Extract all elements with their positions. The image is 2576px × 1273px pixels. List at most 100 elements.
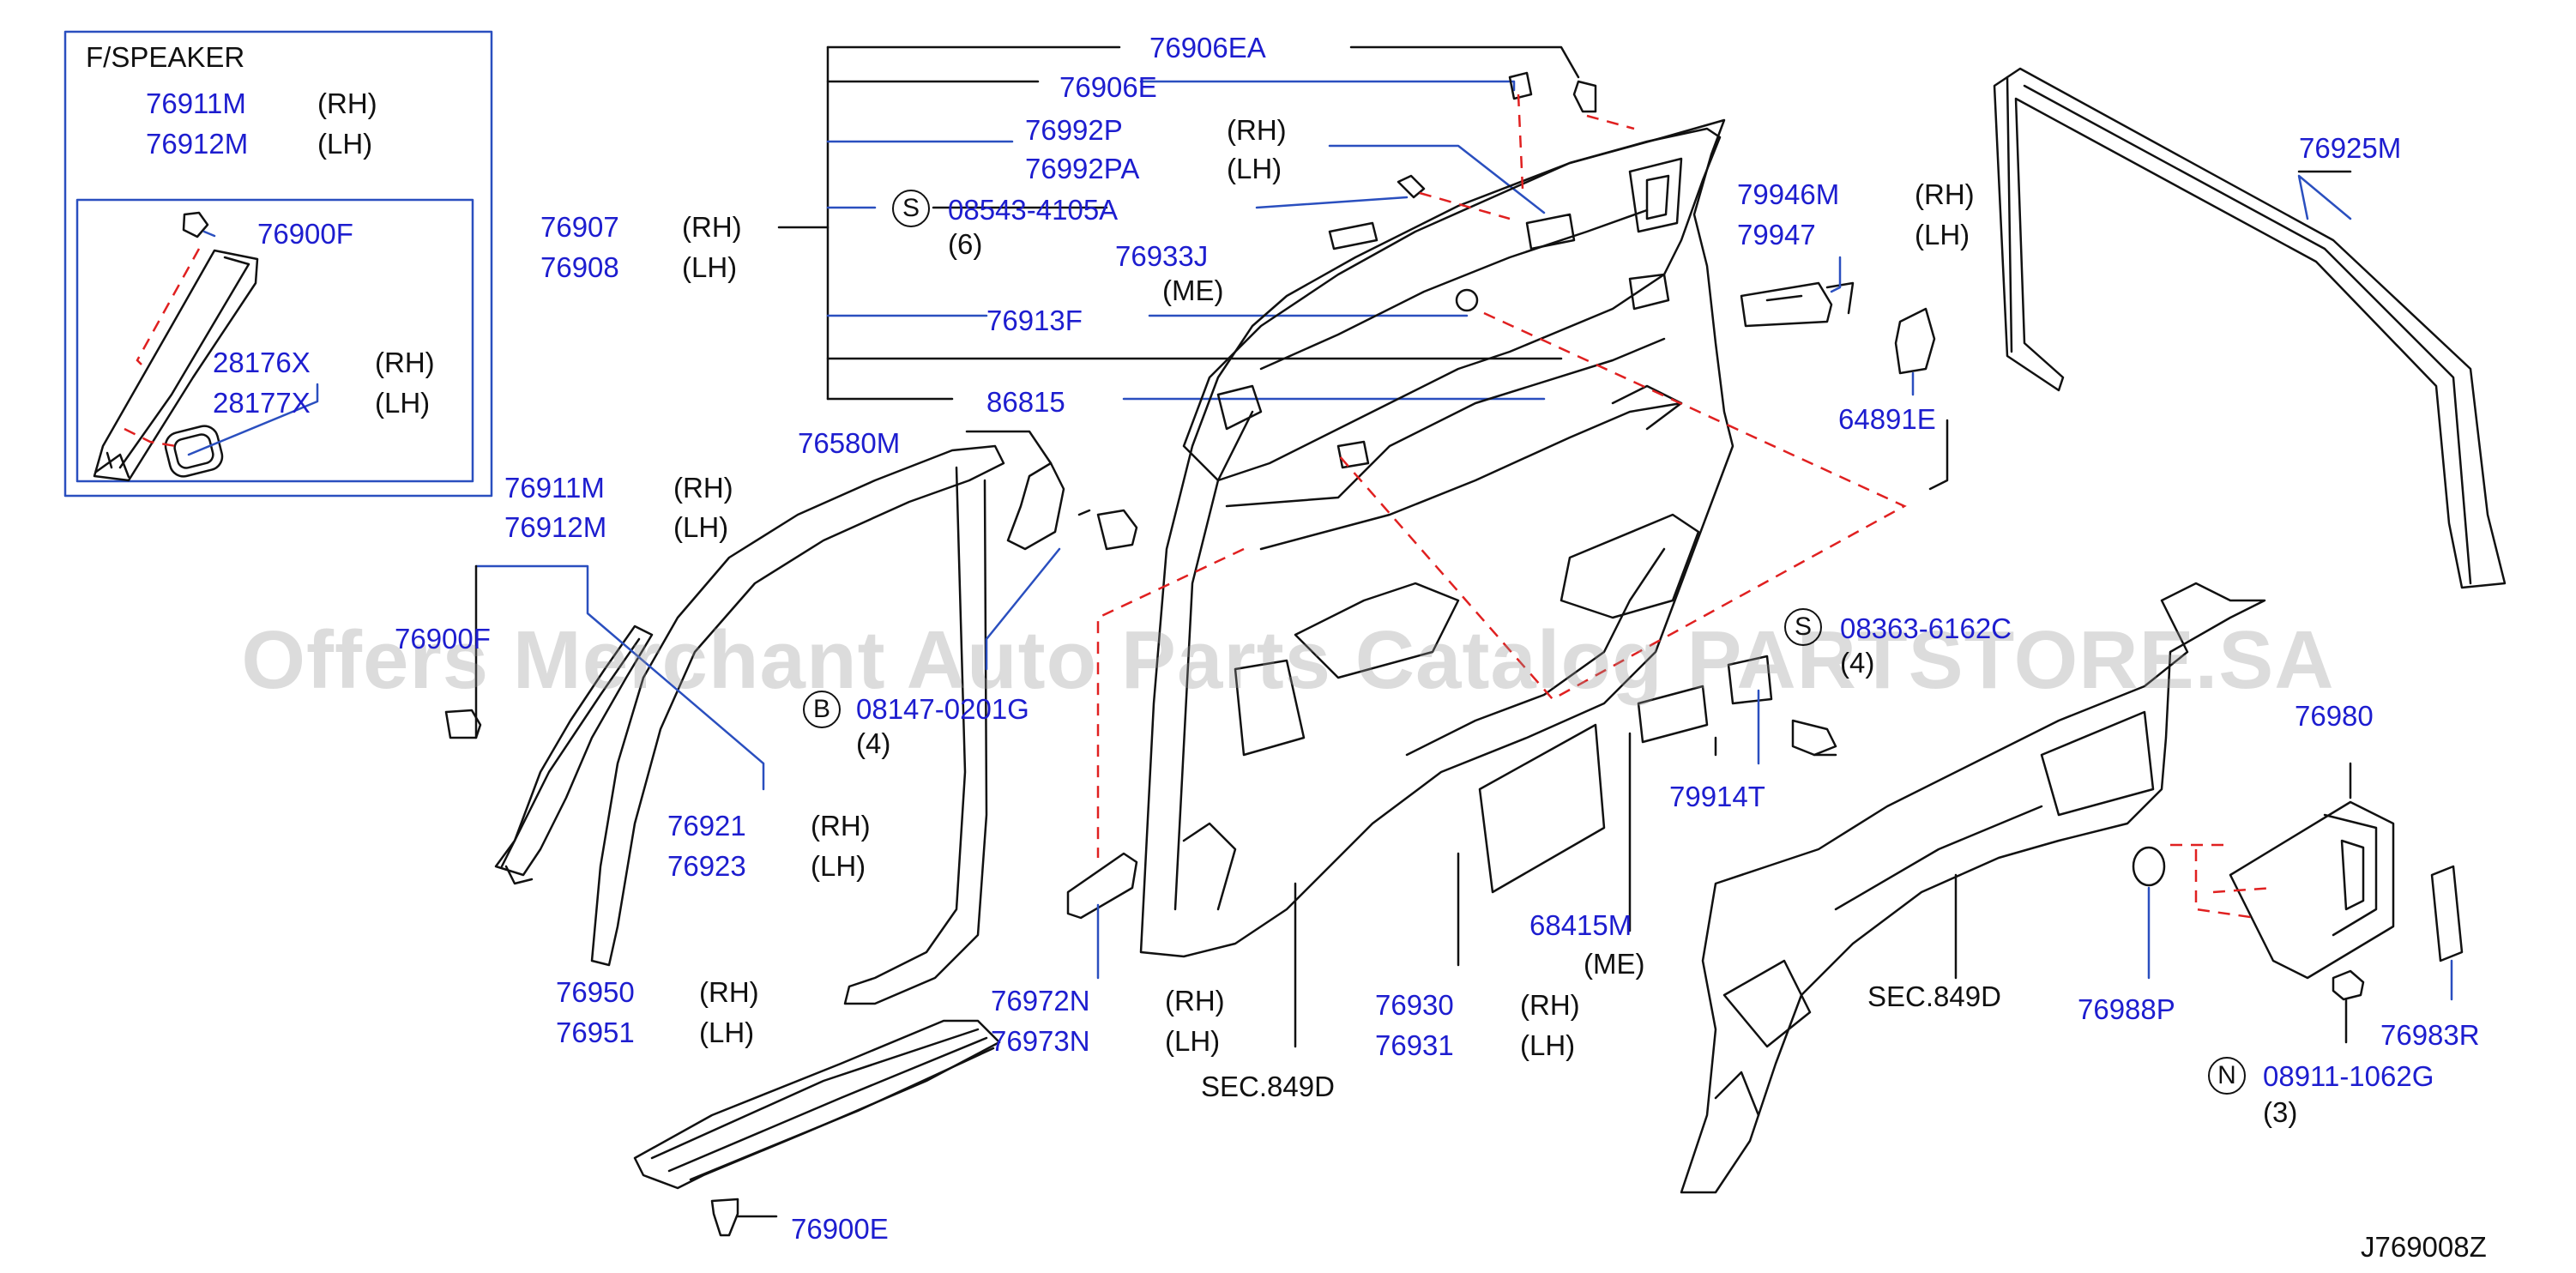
- pad-76983R: [2430, 865, 2464, 962]
- rh-76907: (RH): [682, 211, 742, 243]
- part-08543-4105A[interactable]: 08543-4105A: [948, 194, 1119, 226]
- part-08363-6162C[interactable]: 08363-6162C: [1840, 612, 2012, 644]
- inset-pillar-trim: [93, 211, 259, 482]
- part-76992P[interactable]: 76992P: [1025, 114, 1123, 146]
- qty-08911: (3): [2263, 1096, 2298, 1128]
- screw-08543: [1397, 174, 1426, 199]
- door-frame-76580M: [590, 444, 1005, 1005]
- section-ref-left[interactable]: SEC.849D: [1201, 1071, 1335, 1102]
- part-76973N[interactable]: 76973N: [991, 1025, 1090, 1057]
- rh-76921: (RH): [811, 810, 871, 842]
- clip-76900F-b: [444, 709, 482, 739]
- clip-76906E: [1508, 71, 1533, 100]
- assembly-dashed-lines: [124, 94, 2274, 920]
- part-76923[interactable]: 76923: [667, 850, 746, 882]
- rh-76972N: (RH): [1165, 985, 1225, 1017]
- part-76907[interactable]: 76907: [540, 211, 619, 243]
- part-76951[interactable]: 76951: [556, 1017, 635, 1048]
- part-76992PA[interactable]: 76992PA: [1025, 153, 1140, 184]
- symbol-n-08911: N: [2208, 1057, 2246, 1095]
- section-ref-right[interactable]: SEC.849D: [1867, 980, 2001, 1012]
- lh-76931: (LH): [1520, 1029, 1576, 1061]
- part-08147-0201G[interactable]: 08147-0201G: [856, 693, 1029, 725]
- grommet-76913F: [1455, 288, 1479, 312]
- symbol-s-08363: S: [1784, 608, 1822, 646]
- pillar-bracket-clip: [1006, 462, 1138, 551]
- lh-79947: (LH): [1915, 219, 1970, 250]
- inset-rh-28176X: (RH): [375, 347, 435, 378]
- part-68415M[interactable]: 68415M: [1529, 909, 1632, 941]
- lid-68415M: [1478, 723, 1606, 894]
- part-76906EA[interactable]: 76906EA: [1149, 32, 1266, 63]
- part-76988P[interactable]: 76988P: [2078, 993, 2175, 1025]
- rear-side-trim-lh: [1139, 118, 1734, 958]
- part-76908[interactable]: 76908: [540, 251, 619, 283]
- inset-outer-frame: [63, 30, 493, 498]
- pad-64891E: [1894, 307, 1936, 375]
- inset-part-76912M[interactable]: 76912M: [146, 128, 249, 160]
- part-76580M[interactable]: 76580M: [798, 427, 901, 459]
- inset-part-76911M[interactable]: 76911M: [146, 87, 246, 119]
- part-76931[interactable]: 76931: [1375, 1029, 1454, 1061]
- part-76912M-b[interactable]: 76912M: [504, 511, 607, 543]
- nut-08911: [2332, 969, 2365, 1001]
- inset-rh-76911M: (RH): [317, 87, 377, 119]
- part-79946M[interactable]: 79946M: [1737, 178, 1840, 210]
- me-76933J: (ME): [1162, 275, 1224, 306]
- part-76972N[interactable]: 76972N: [991, 985, 1090, 1017]
- part-76921[interactable]: 76921: [667, 810, 746, 842]
- part-79914T[interactable]: 79914T: [1669, 781, 1765, 812]
- rh-76930: (RH): [1520, 989, 1580, 1021]
- part-76900F-b[interactable]: 76900F: [395, 623, 491, 655]
- lh-76992PA: (LH): [1227, 153, 1282, 184]
- box-76980: [2229, 800, 2395, 980]
- part-76913F[interactable]: 76913F: [986, 305, 1083, 336]
- lh-76951: (LH): [699, 1017, 755, 1048]
- diagram-code: J769008Z: [2361, 1231, 2487, 1263]
- part-76980[interactable]: 76980: [2295, 700, 2374, 732]
- clip-76900E: [710, 1198, 739, 1237]
- part-76983R[interactable]: 76983R: [2380, 1019, 2480, 1051]
- clip-76933J: [1328, 221, 1378, 250]
- part-76925M[interactable]: 76925M: [2299, 132, 2402, 164]
- qty-08543: (6): [948, 228, 983, 260]
- part-76930[interactable]: 76930: [1375, 989, 1454, 1021]
- part-86815[interactable]: 86815: [986, 386, 1065, 418]
- leader-lines: [187, 170, 2453, 1048]
- kick-plate-76950: [633, 1019, 1001, 1190]
- symbol-b-08147: B: [803, 691, 841, 728]
- rh-76911M-b: (RH): [673, 472, 733, 504]
- qty-08363: (4): [1840, 647, 1875, 679]
- clip-76992P: [1525, 213, 1576, 250]
- inset-part-76900F[interactable]: 76900F: [257, 218, 353, 250]
- inset-title: F/SPEAKER: [86, 41, 245, 73]
- lh-76923: (LH): [811, 850, 866, 882]
- part-76911M-b[interactable]: 76911M: [504, 472, 605, 504]
- bracket-79946M: [1740, 281, 1855, 328]
- part-08911-1062G[interactable]: 08911-1062G: [2263, 1060, 2434, 1092]
- rh-76950: (RH): [699, 976, 759, 1008]
- part-79947[interactable]: 79947: [1737, 219, 1816, 250]
- part-76900E[interactable]: 76900E: [791, 1213, 889, 1245]
- part-76933J[interactable]: 76933J: [1115, 240, 1209, 272]
- part-64891E[interactable]: 64891E: [1838, 403, 1936, 435]
- inset-part-28176X[interactable]: 28176X: [213, 347, 311, 378]
- bolt-08363: [1727, 655, 1837, 757]
- rh-79946M: (RH): [1915, 178, 1975, 210]
- me-68415M: (ME): [1584, 948, 1645, 980]
- front-pillar-76921: [494, 624, 654, 885]
- qty-08147: (4): [856, 727, 891, 759]
- symbol-s-08543: S: [892, 190, 930, 227]
- plug-76988P: [2132, 846, 2166, 887]
- inset-part-28177X[interactable]: 28177X: [213, 387, 311, 419]
- inset-lh-76912M: (LH): [317, 128, 373, 160]
- block-79914T: [1637, 685, 1709, 744]
- rh-76992P: (RH): [1227, 114, 1287, 146]
- part-76950[interactable]: 76950: [556, 976, 635, 1008]
- upper-quarter-trim: [1182, 127, 1722, 482]
- rear-side-trim-rh: [1680, 582, 2266, 1194]
- inset-lh-28177X: (LH): [375, 387, 431, 419]
- lh-76912M-b: (LH): [673, 511, 729, 543]
- part-76906E[interactable]: 76906E: [1059, 71, 1157, 103]
